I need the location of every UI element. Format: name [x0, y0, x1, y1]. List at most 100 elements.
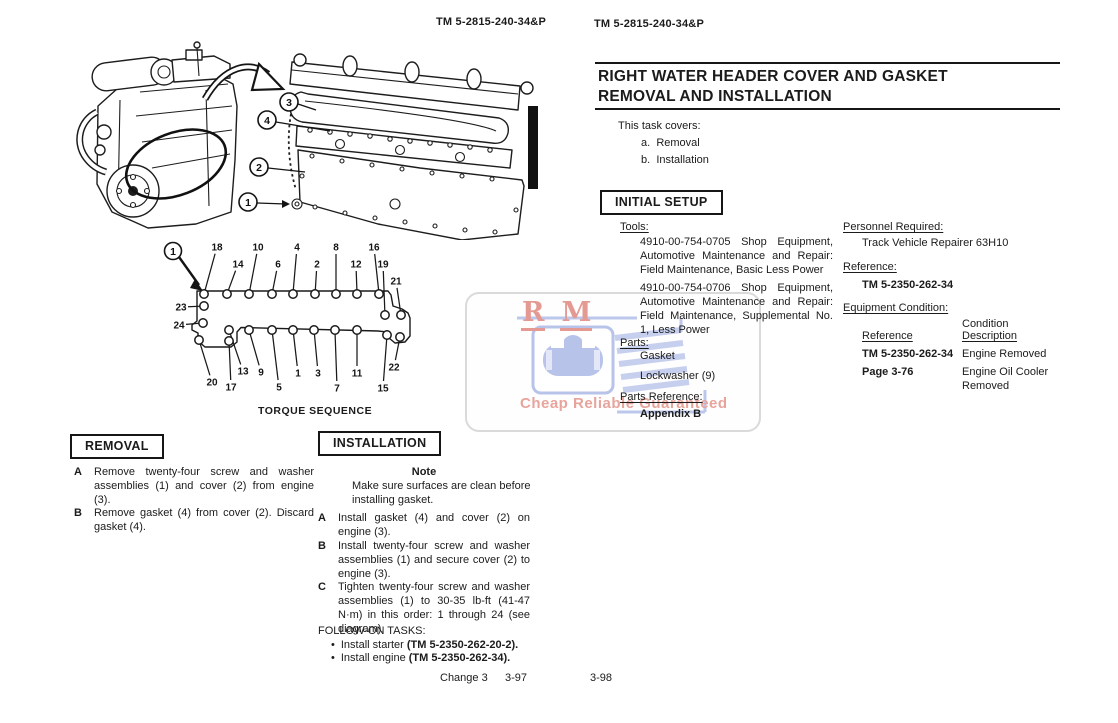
watermark-tagline: Cheap Reliable Guaranteed — [520, 395, 728, 412]
torque-seq-label-17: 17 — [225, 383, 237, 394]
watermark-letters: R M — [521, 298, 593, 331]
tools-label: Tools: — [620, 221, 649, 233]
tool-item: 4910-00-754-0705 Shop Equipment, Automot… — [640, 236, 833, 276]
reference-label: Reference: — [843, 261, 897, 273]
torque-seq-label-24: 24 — [173, 321, 185, 332]
torque-seq-label-21: 21 — [390, 277, 402, 288]
watermark-stamp: R M Cheap — [465, 292, 761, 432]
personnel-value: Track Vehicle Repairer 63H10 — [862, 237, 1009, 249]
step-text: Install gasket (4) and cover (2) on engi… — [338, 512, 530, 538]
page-edge-bar — [528, 106, 538, 189]
title-rule-bottom — [595, 108, 1060, 110]
torque-seq-label-7: 7 — [334, 384, 340, 395]
bolt-hole-8 — [352, 289, 362, 299]
follow-on-task: • Install starter (TM 5-2350-262-20-2). — [331, 639, 518, 653]
torque-leader-1 — [292, 333, 298, 367]
step-letter: B — [318, 540, 326, 552]
installation-step-b: B Install twenty-four screw and washer a… — [318, 540, 530, 582]
callout-1: 1 — [245, 197, 251, 209]
torque-leader-19 — [382, 270, 386, 312]
bullet-icon: • — [331, 639, 335, 651]
bolt-hole-20 — [352, 325, 362, 335]
torque-seq-label-8: 8 — [333, 243, 339, 254]
torque-seq-label-23: 23 — [175, 303, 187, 314]
removal-step-b: B Remove gasket (4) from cover (2). Disc… — [74, 507, 314, 535]
task-ref: (TM 5-2350-262-20-2). — [406, 639, 519, 651]
reference-column-header: Reference — [862, 330, 913, 342]
change-number: Change 3 — [440, 672, 488, 684]
bolt-hole-19 — [330, 325, 340, 335]
step-letter: C — [318, 581, 326, 593]
torque-leader-16 — [374, 253, 380, 291]
highlight-oval — [124, 128, 228, 200]
torque-seq-label-18: 18 — [211, 243, 223, 254]
torque-leader-22 — [394, 340, 400, 361]
watermark-text-lines — [614, 327, 690, 393]
callout-2: 2 — [256, 162, 262, 174]
reference-value: TM 5-2350-262-34 — [862, 279, 954, 291]
torque-leader-17 — [228, 344, 232, 381]
torque-leader-5 — [271, 333, 279, 381]
tool-item: 4910-00-754-0706 Shop Equipment, Automot… — [640, 282, 833, 336]
task-item-b: b. Installation — [641, 154, 709, 166]
bolt-hole-4 — [267, 289, 277, 299]
removal-heading: REMOVAL — [70, 434, 164, 459]
bolt-hole-1 — [199, 289, 209, 299]
torque-seq-label-5: 5 — [276, 383, 282, 394]
equipment-row-reference: Page 3-76 — [862, 366, 914, 378]
condition-header-line2: Description — [962, 330, 1018, 342]
follow-on-label: FOLLOW-ON TASKS: — [318, 625, 426, 637]
title-rule-top — [595, 62, 1060, 64]
engine-illustration — [76, 41, 238, 229]
step-letter: B — [74, 507, 82, 519]
bolt-hole-14 — [224, 325, 234, 335]
torque-leader-15 — [382, 338, 388, 382]
tm-number-right: TM 5-2815-240-34&P — [594, 18, 704, 30]
equipment-row-reference: TM 5-2350-262-34 — [862, 348, 954, 360]
watermark-seal-icon — [517, 316, 707, 414]
equipment-row-condition: Engine Removed — [962, 348, 1047, 360]
task-text: Install starter — [340, 639, 404, 651]
torque-leader-18 — [204, 253, 216, 291]
note-text: Make sure surfaces are clean before inst… — [352, 480, 531, 506]
torque-seq-label-19: 19 — [377, 260, 389, 271]
torque-leader-24 — [185, 322, 200, 326]
engine-exploded-figure: 3 4 2 1 — [76, 41, 538, 240]
equipment-condition-label: Equipment Condition: — [843, 302, 949, 314]
torque-seq-label-12: 12 — [350, 260, 362, 271]
title-line-1: RIGHT WATER HEADER COVER AND GASKET — [598, 68, 948, 85]
torque-seq-label-2: 2 — [314, 260, 320, 271]
step-letter: A — [74, 466, 82, 478]
torque-leader-20 — [199, 343, 211, 376]
torque-seq-label-10: 10 — [252, 243, 264, 254]
installation-heading: INSTALLATION — [318, 431, 442, 456]
bolt-hole-11 — [396, 310, 406, 320]
condition-header-line1: Condition — [962, 318, 1009, 330]
torque-leader-21 — [396, 287, 402, 312]
bolt-hole-9 — [374, 289, 384, 299]
bolt-hole-24 — [198, 318, 208, 328]
equipment-row-condition: Engine Oil Cooler Removed — [962, 366, 1049, 392]
initial-setup-heading: INITIAL SETUP — [600, 190, 723, 215]
wrench-icon — [543, 334, 603, 376]
torque-seq-label-3: 3 — [315, 369, 321, 380]
callout-3: 3 — [286, 97, 292, 109]
torque-leader-14 — [227, 270, 237, 291]
figure-callouts: 3 4 2 1 — [238, 92, 331, 212]
installation-step-a: A Install gasket (4) and cover (2) on en… — [318, 512, 530, 540]
parts-reference-value: Appendix B — [640, 408, 702, 420]
bolt-hole-16 — [267, 325, 277, 335]
title-line-2: REMOVAL AND INSTALLATION — [598, 87, 832, 105]
bolt-hole-18 — [309, 325, 319, 335]
page-number-left: 3-97 — [505, 672, 528, 684]
torque-seq-label-13: 13 — [237, 367, 249, 378]
bolt-hole-5 — [288, 289, 298, 299]
detail-arrow-icon — [201, 61, 286, 101]
personnel-required-label: Personnel Required: — [843, 221, 944, 233]
torque-leader-7 — [334, 333, 338, 382]
torque-leader-3 — [313, 333, 319, 367]
bolt-hole-12 — [382, 330, 392, 340]
torque-leader-12 — [355, 270, 358, 291]
torque-seq-label-1: 1 — [295, 369, 301, 380]
torque-seq-label-15: 15 — [377, 384, 389, 395]
